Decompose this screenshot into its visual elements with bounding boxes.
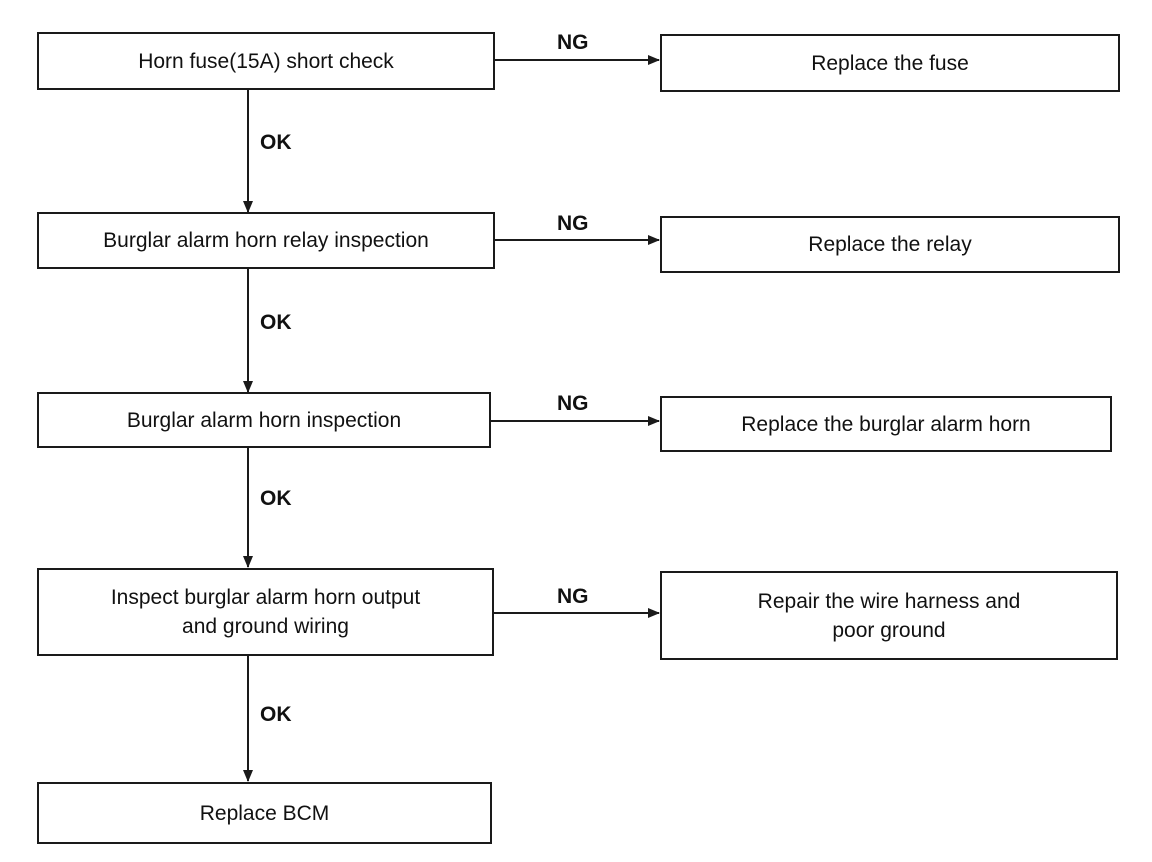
step-box-relay-inspection: Burglar alarm horn relay inspection xyxy=(37,212,495,269)
final-box-replace-bcm: Replace BCM xyxy=(37,782,492,844)
action-box-replace-relay: Replace the relay xyxy=(660,216,1120,273)
action-box-replace-horn: Replace the burglar alarm horn xyxy=(660,396,1112,452)
ng-label-2: NG xyxy=(557,212,589,235)
ok-label-4: OK xyxy=(260,703,292,726)
ng-label-4: NG xyxy=(557,585,589,608)
action-text: Repair the wire harness and poor ground xyxy=(757,589,1021,642)
action-text: Replace the burglar alarm horn xyxy=(741,412,1031,436)
action-box-replace-fuse: Replace the fuse xyxy=(660,34,1120,92)
step-box-horn-inspection: Burglar alarm horn inspection xyxy=(37,392,491,448)
action-text: Replace the relay xyxy=(808,233,972,256)
ng-label-3: NG xyxy=(557,392,589,415)
step-text: Burglar alarm horn relay inspection xyxy=(103,229,429,252)
step-text: Inspect burglar alarm horn output and gr… xyxy=(110,586,421,638)
final-text: Replace BCM xyxy=(199,801,330,825)
action-box-repair-harness: Repair the wire harness and poor ground xyxy=(660,571,1118,660)
ng-label-1: NG xyxy=(557,31,589,54)
ok-label-2: OK xyxy=(260,311,292,334)
ok-label-1: OK xyxy=(260,131,292,154)
step-box-fuse-check: Horn fuse(15A) short check xyxy=(37,32,495,90)
step-box-wiring-inspection: Inspect burglar alarm horn output and gr… xyxy=(37,568,494,656)
action-text: Replace the fuse xyxy=(811,51,969,75)
ok-label-3: OK xyxy=(260,487,292,510)
step-text: Horn fuse(15A) short check xyxy=(138,49,394,73)
step-text: Burglar alarm horn inspection xyxy=(126,408,402,432)
